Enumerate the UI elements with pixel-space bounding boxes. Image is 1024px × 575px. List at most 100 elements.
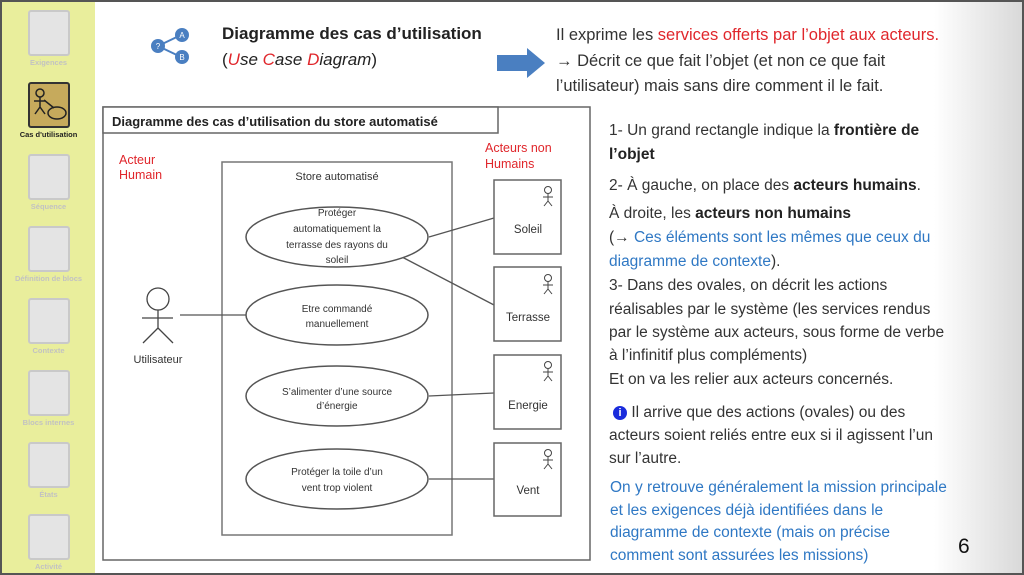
explanation-line: On y retrouve généralement la mission pr… xyxy=(610,479,947,496)
explanation-line: 1- Un grand rectangle indique la frontiè… xyxy=(609,122,919,140)
sidebar-item-label: Activité xyxy=(34,562,63,571)
actor-icon xyxy=(543,274,553,295)
actor-name: Energie xyxy=(508,400,548,412)
association-line xyxy=(401,256,495,306)
explanation-line: réalisables par le système (les services… xyxy=(609,301,931,318)
explanation-line: comment sont assurées les missions) xyxy=(610,547,869,564)
bold-text: l’objet xyxy=(609,146,655,163)
use-case-oval xyxy=(245,448,429,510)
sidebar-item-label: Séquence xyxy=(30,202,67,211)
sidebar-item-label: Cas d'utilisation xyxy=(19,130,78,139)
info-icon: i xyxy=(613,406,627,420)
text: . xyxy=(916,177,921,194)
explanation-line: À droite, les acteurs non humains xyxy=(609,205,851,223)
logo-letter: A xyxy=(179,31,185,40)
blue-text: Ces éléments sont les mêmes que ceux du xyxy=(633,229,931,246)
sidebar-item-definition-blocs[interactable]: Définition de blocs xyxy=(2,226,95,283)
logo-letter: ? xyxy=(156,42,161,51)
explanation-line: par le système aux acteurs, sous forme d… xyxy=(609,324,945,341)
actor-icon xyxy=(543,186,553,207)
association-line xyxy=(428,217,495,238)
explanation-line: et les exigences déjà identifiées dans l… xyxy=(610,502,884,519)
use-case-text: Etre commandé xyxy=(302,304,373,315)
sidebar-item-label: Définition de blocs xyxy=(14,274,83,283)
word: ase xyxy=(274,50,308,69)
use-case-text: vent trop violent xyxy=(302,483,373,494)
sidebar-item-label: Contexte xyxy=(32,346,65,355)
explanation-line: acteurs soient reliés entre eux si il ag… xyxy=(609,427,933,444)
actor-name: Utilisateur xyxy=(134,354,183,366)
text: ). xyxy=(770,253,781,270)
diagram-type-sidebar: Exigences Cas d'utilisation Séquence Déf… xyxy=(2,2,95,573)
text: À droite, les xyxy=(609,205,696,222)
system-boundary xyxy=(221,161,453,536)
actor-icon xyxy=(543,449,553,470)
sidebar-item-etats[interactable]: États xyxy=(2,442,95,499)
actor-name: Soleil xyxy=(514,224,542,236)
explanation-line: diagramme de contexte (mais on précise xyxy=(610,524,890,541)
external-actor-vent: Vent xyxy=(493,442,562,517)
paren: ) xyxy=(371,50,377,69)
explanation-line: 3- Dans des ovales, on décrit les action… xyxy=(609,277,888,294)
use-case-oval xyxy=(245,365,429,427)
word: iagram xyxy=(319,50,372,69)
use-case-text: automatiquement la xyxy=(293,224,381,235)
use-case-diagram-icon xyxy=(27,82,70,128)
nonhuman-actor-label: Acteurs non xyxy=(485,141,552,155)
use-case-text: Protéger la toile d’un xyxy=(291,467,383,478)
diagram-title: Diagramme des cas d’utilisation du store… xyxy=(112,114,438,129)
letter: C xyxy=(262,50,275,69)
actor-name: Terrasse xyxy=(506,312,550,324)
sidebar-item-cas-utilisation[interactable]: Cas d'utilisation xyxy=(2,82,95,139)
text: Il arrive que des actions (ovales) ou de… xyxy=(631,404,906,421)
slide-title: Diagramme des cas d’utilisation xyxy=(222,24,482,43)
explanation-line: (→ Ces éléments sont les mêmes que ceux … xyxy=(609,229,930,247)
association-line xyxy=(428,392,495,397)
sidebar-item-activite[interactable]: Activité xyxy=(2,514,95,571)
sidebar-item-blocs-internes[interactable]: Blocs internes xyxy=(2,370,95,427)
external-actor-soleil: Soleil xyxy=(493,179,562,255)
sidebar-item-exigences[interactable]: Exigences xyxy=(2,10,95,67)
explanation-line: 2- À gauche, on place des acteurs humain… xyxy=(609,177,921,195)
logo-letter: B xyxy=(179,53,184,62)
use-case-logo-icon: ? A B xyxy=(151,28,189,64)
use-case-oval xyxy=(245,206,429,268)
letter: U xyxy=(227,50,240,69)
state-diagram-icon xyxy=(27,442,70,488)
use-case-text: d’énergie xyxy=(316,401,358,412)
human-actor-label: Acteur xyxy=(119,153,155,167)
bold-text: acteurs non humains xyxy=(695,205,852,222)
human-actor-label: Humain xyxy=(119,168,162,182)
slide-subtitle: (Use Case Diagram) xyxy=(222,50,377,70)
bold-text: frontière de xyxy=(833,122,920,139)
sidebar-item-label: Exigences xyxy=(29,58,68,67)
system-name: Store automatisé xyxy=(295,171,378,183)
actor-icon xyxy=(543,361,553,382)
sidebar-item-sequence[interactable]: Séquence xyxy=(2,154,95,211)
text: 2- À gauche, on place des xyxy=(609,177,794,194)
word: se xyxy=(239,50,263,69)
requirements-diagram-icon xyxy=(27,10,70,56)
stick-figure-icon xyxy=(142,287,174,344)
use-case-text: terrasse des rayons du xyxy=(286,240,388,251)
actor-name: Vent xyxy=(516,485,540,497)
sidebar-item-contexte[interactable]: Contexte xyxy=(2,298,95,355)
use-case-oval xyxy=(245,284,429,346)
explanation-line: Et on va les relier aux acteurs concerné… xyxy=(609,371,894,388)
nonhuman-actor-label: Humains xyxy=(485,157,534,171)
explanation-line: sur l’autre. xyxy=(609,450,682,467)
blue-text: diagramme de contexte xyxy=(609,253,771,270)
activity-diagram-icon xyxy=(27,514,70,560)
external-actor-energie: Energie xyxy=(493,354,562,430)
right-arrow-icon xyxy=(497,48,545,78)
text: (→ xyxy=(609,229,634,246)
explanation-line: i Il arrive que des actions (ovales) ou … xyxy=(613,404,905,422)
page-number: 6 xyxy=(958,535,970,558)
internal-block-icon xyxy=(27,370,70,416)
use-case-text: manuellement xyxy=(306,319,369,330)
desc-text: Il exprime les xyxy=(556,26,658,44)
block-definition-icon xyxy=(27,226,70,272)
slide-edge-shade xyxy=(934,0,1024,575)
paren: ( xyxy=(222,50,228,69)
